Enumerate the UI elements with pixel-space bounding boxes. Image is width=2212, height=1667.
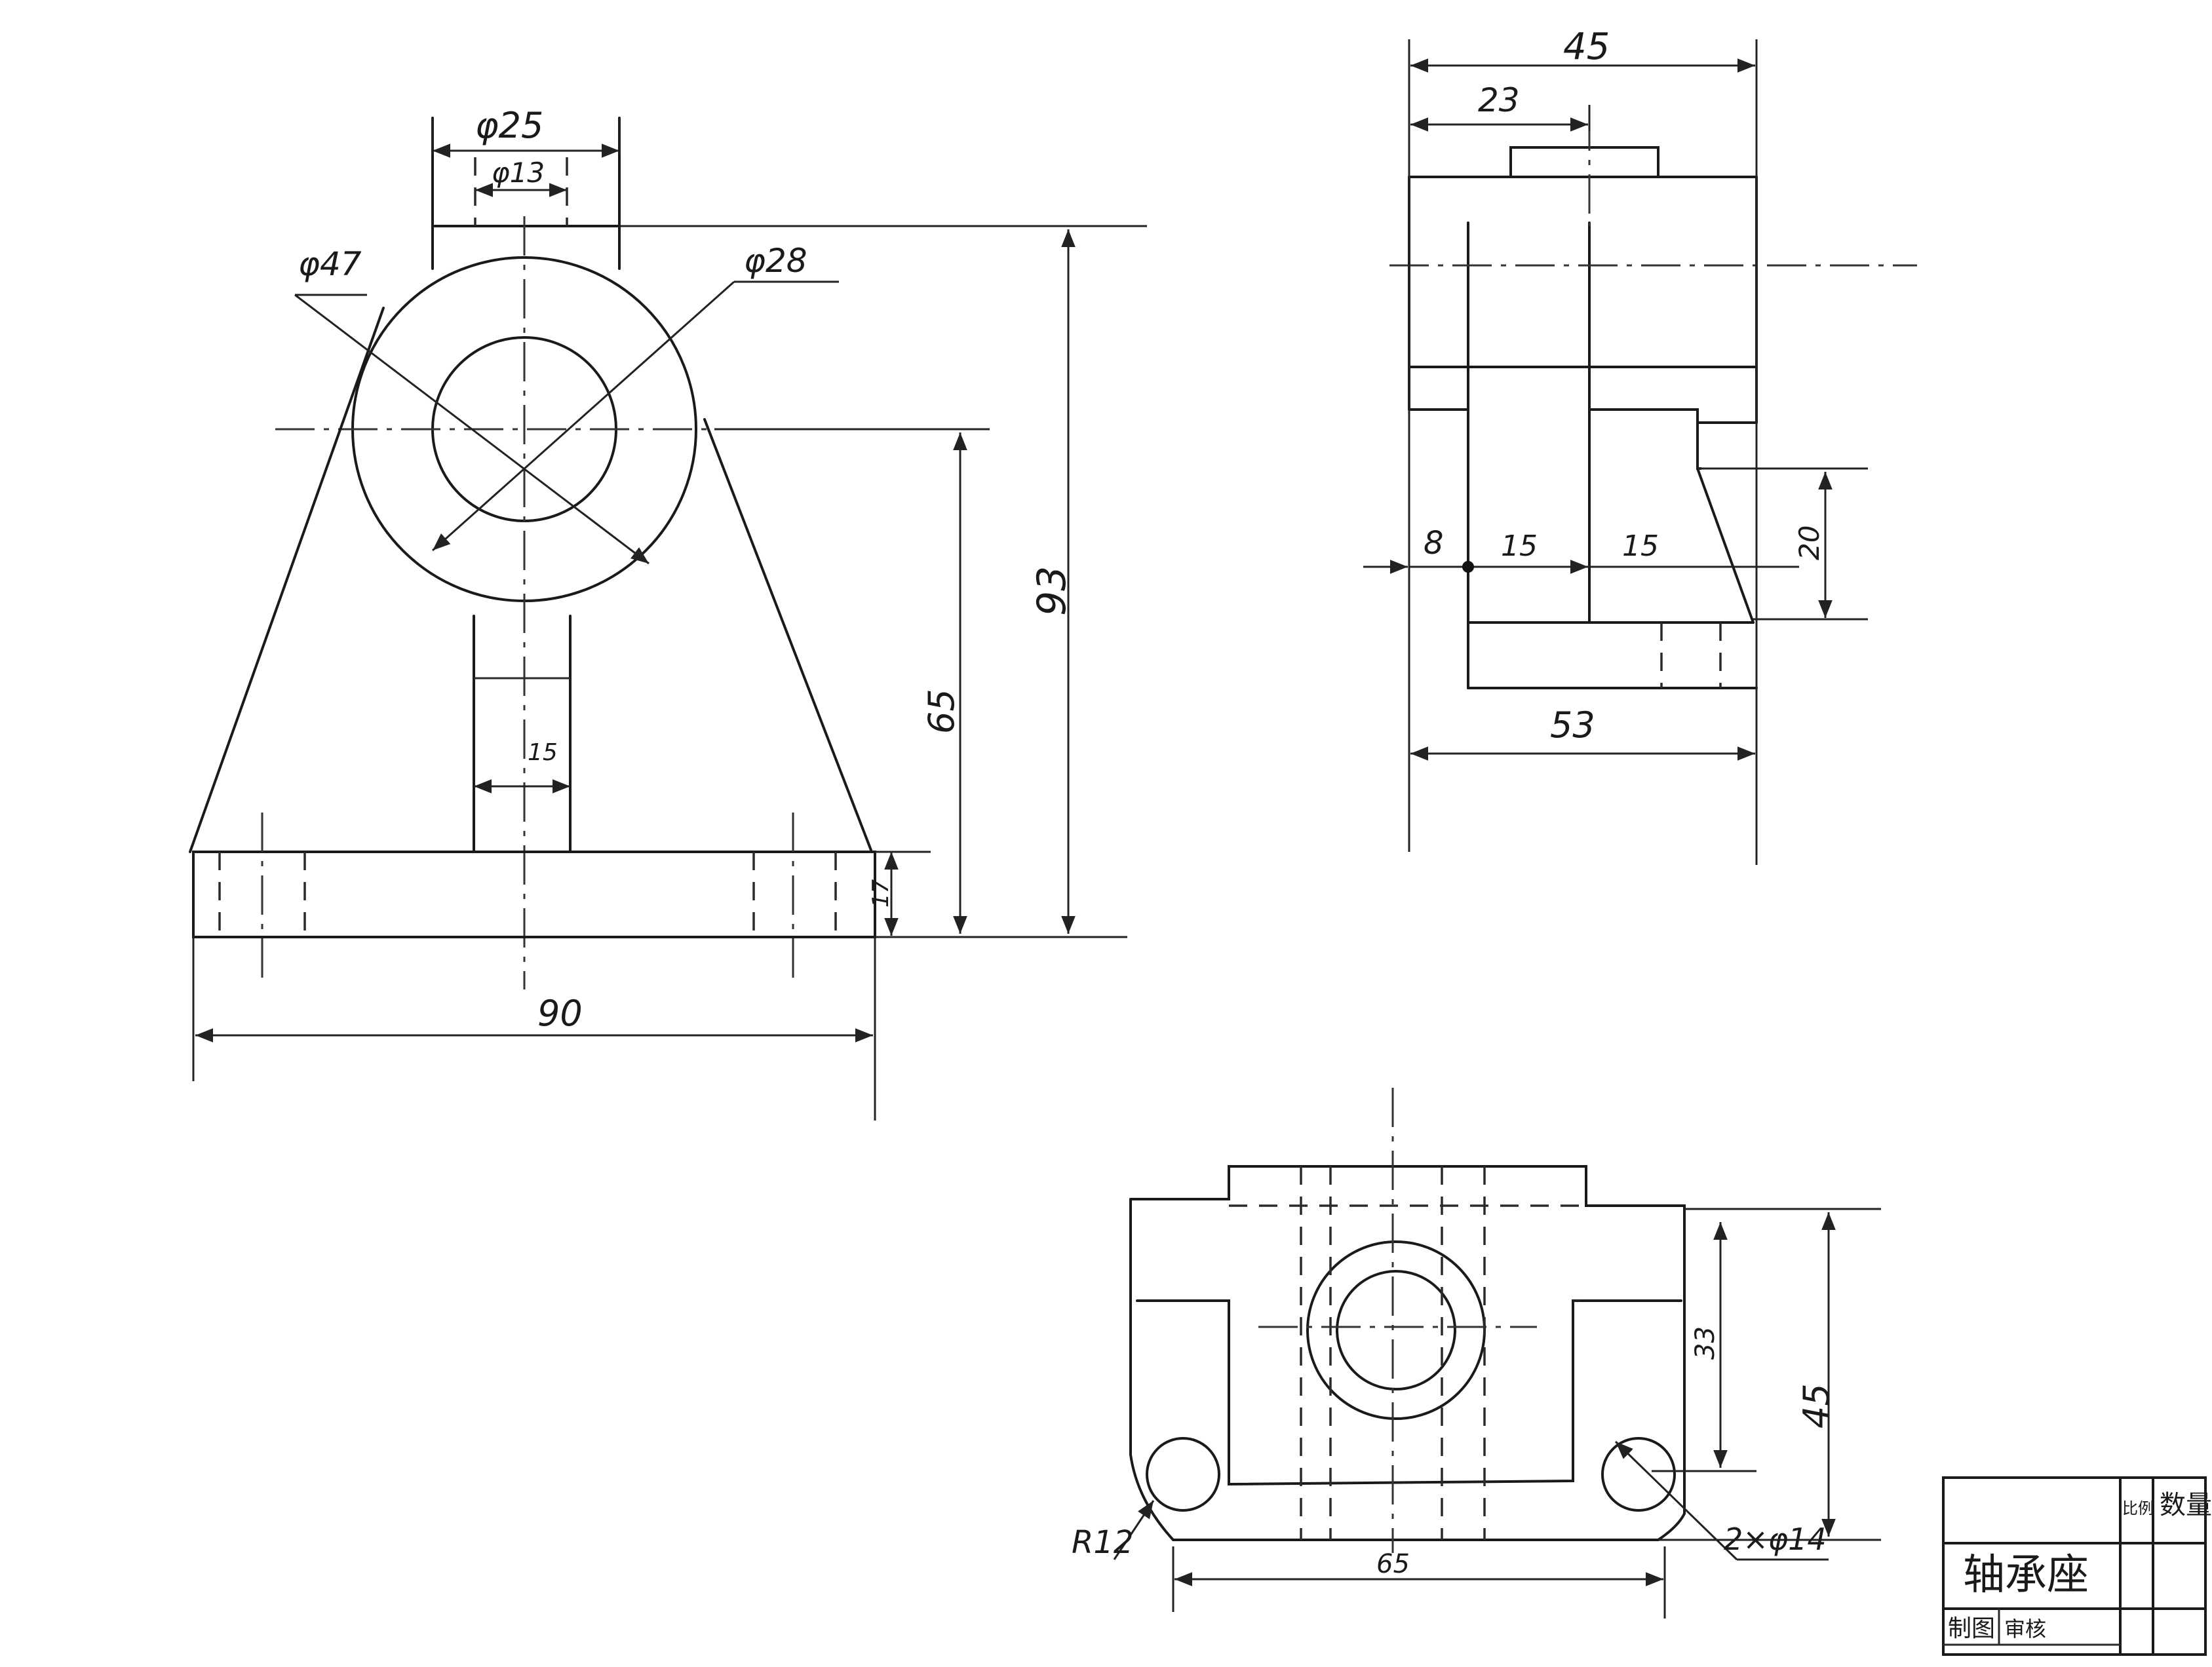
side-dim-base-depth: 53: [1550, 704, 1595, 746]
top-dim-a: 33: [1690, 1326, 1720, 1360]
top-outline: [1129, 1088, 1686, 1553]
top-view: 65 R12 2×φ14 33 45: [1072, 1088, 1881, 1619]
side-dim-c: 15: [1622, 529, 1659, 563]
title-block: 轴承座 比例 数量 制图 审核: [1942, 1476, 2212, 1656]
front-dim-inner-boss: φ13: [492, 157, 545, 189]
side-dim-total-depth: 45: [1563, 26, 1610, 68]
side-dim-boss-offset: 23: [1478, 81, 1520, 119]
top-dim-holes: 2×φ14: [1724, 1522, 1827, 1557]
side-outline: [1389, 111, 1917, 689]
title-field-count: 数量: [2160, 1490, 2212, 1520]
front-base: [192, 813, 876, 983]
front-dim-outer-circle: φ47: [298, 245, 362, 283]
side-view: 45 23 8 15 15 20 53: [1363, 26, 1917, 865]
front-dim-base-thickness: 17: [868, 879, 894, 908]
front-dim-axis-height: 65: [921, 689, 962, 734]
front-bearing-circles: [275, 216, 773, 989]
side-dimensions: [1363, 39, 1868, 865]
front-dimensions: [192, 118, 1147, 1121]
side-dim-b: 15: [1501, 529, 1538, 563]
title-field-checked: 审核: [2004, 1617, 2046, 1641]
title-field-scale: 比例: [2122, 1499, 2154, 1518]
title-field-drawn: 制图: [1948, 1615, 1995, 1642]
top-dim-fillet: R12: [1072, 1524, 1133, 1561]
top-dim-hole-spacing: 65: [1376, 1549, 1410, 1579]
front-support-flanks: [189, 307, 873, 853]
side-dim-a: 8: [1424, 525, 1444, 562]
front-dim-outer-boss: φ25: [475, 105, 543, 146]
front-dim-total-height: 93: [1029, 566, 1075, 616]
front-dim-rib-width: 15: [528, 739, 558, 766]
title-part-name: 轴承座: [1963, 1551, 2089, 1600]
side-dim-d: 20: [1793, 526, 1825, 560]
front-dim-bore: φ28: [744, 242, 807, 280]
front-view: φ25 φ13 φ47 φ28 15 93 65 17 90: [189, 105, 1147, 1121]
top-dimensions: [1113, 1208, 1881, 1619]
front-rib: [473, 615, 572, 853]
front-dim-base-width: 90: [537, 993, 583, 1034]
top-dim-b: 45: [1796, 1383, 1837, 1428]
